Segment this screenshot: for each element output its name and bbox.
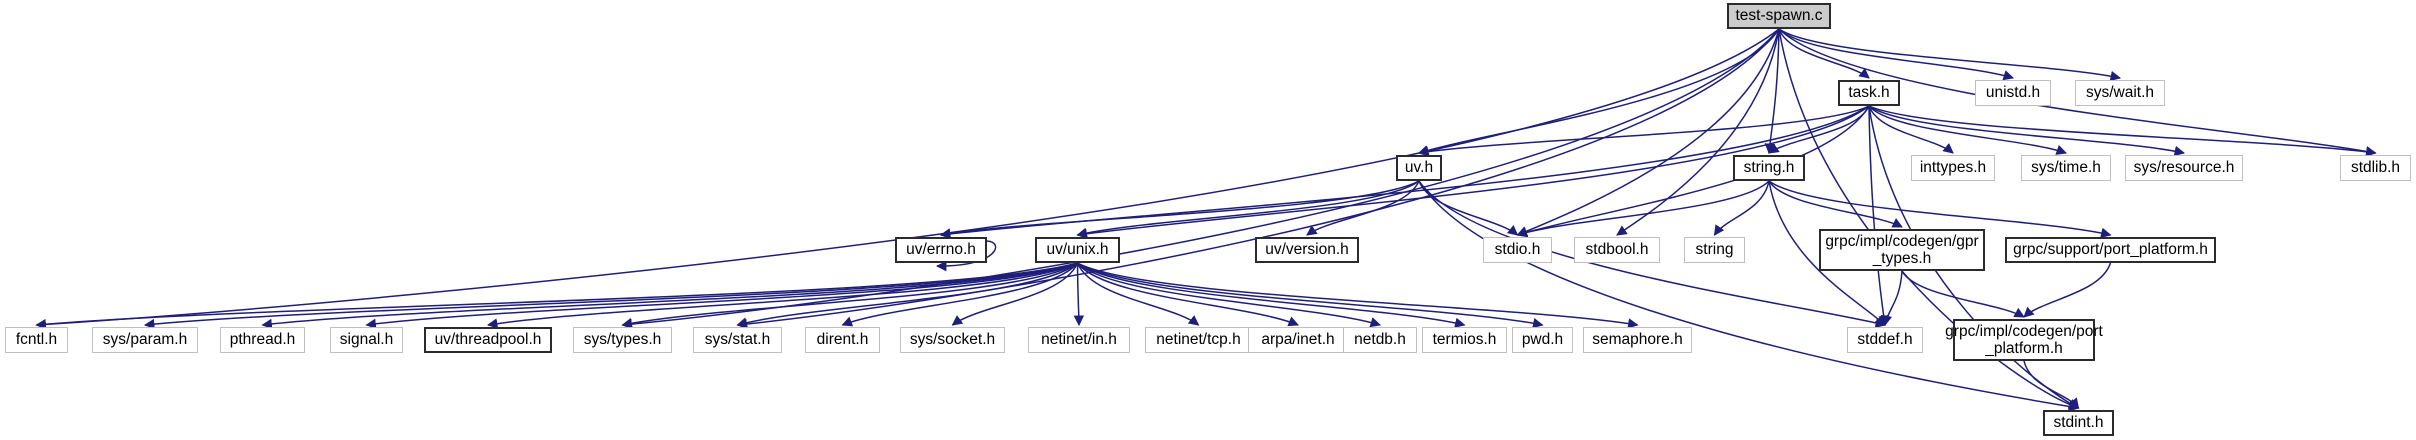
node-inttypes-h[interactable]: inttypes.h (1911, 155, 1995, 181)
node-pwd-h[interactable]: pwd.h (1512, 327, 1573, 353)
node-sys-resource-h[interactable]: sys/resource.h (2125, 155, 2243, 181)
node-task-h[interactable]: task.h (1838, 80, 1900, 106)
edge-uv-unix-h-to-uv-threadpool-h (486, 262, 1078, 329)
node-stddef-h[interactable]: stddef.h (1847, 327, 1923, 353)
node-sys-stat-h[interactable]: sys/stat.h (693, 327, 782, 353)
edge-uv-h-to-uv-errno-h (939, 180, 1420, 239)
edge-test-spawn-c-to-stdbool-h (1616, 28, 1780, 236)
node-stdbool-h[interactable]: stdbool.h (1574, 237, 1660, 263)
node-stdlib-h[interactable]: stdlib.h (2340, 155, 2411, 181)
node-grpc-impl-codegen-gpr-types-h[interactable]: grpc/impl/codegen/gpr _types.h (1819, 229, 1985, 271)
edge-task-h-to-inttypes-h (1868, 105, 1954, 154)
node-sys-types-h[interactable]: sys/types.h (573, 327, 672, 353)
node-sys-socket-h[interactable]: sys/socket.h (900, 327, 1005, 353)
edge-test-spawn-c-to-task-h (1778, 28, 1870, 79)
node-uv-unix-h[interactable]: uv/unix.h (1035, 237, 1120, 263)
edge-string-h-to-stdio-h (1516, 180, 1770, 238)
node-stdio-h[interactable]: stdio.h (1483, 237, 1552, 263)
edge-uv-unix-h-to-arpa-inet-h (1076, 262, 1299, 327)
node-semaphore-h[interactable]: semaphore.h (1583, 327, 1692, 353)
node-uv-h[interactable]: uv.h (1396, 155, 1442, 181)
node-arpa-inet-h[interactable]: arpa/inet.h (1248, 327, 1348, 353)
edge-uv-unix-h-to-semaphore-h (1077, 262, 1639, 329)
edge-uv-unix-h-to-signal-h (365, 262, 1078, 329)
edge-grpc-impl-codegen-gpr-types-h-to-stddef-h (1881, 270, 1903, 327)
edge-uv-unix-h-to-termios-h (1077, 262, 1466, 328)
edge-uv-h-to-stdint-h (1418, 180, 2080, 412)
edge-task-h-to-sys-resource-h (1868, 105, 2186, 157)
edge-string-h-to-grpc-support-port-platform-h (1768, 180, 2112, 238)
node-unistd-h[interactable]: unistd.h (1975, 80, 2051, 106)
edge-test-spawn-c-to-uv-h (1417, 28, 1780, 156)
node-netinet-in-h[interactable]: netinet/in.h (1028, 327, 1130, 353)
edge-uv-h-to-stdio-h (1418, 180, 1519, 236)
edge-test-spawn-c-to-stdio-h (1516, 28, 1780, 237)
node-termios-h[interactable]: termios.h (1422, 327, 1507, 353)
node-sys-time-h[interactable]: sys/time.h (2021, 155, 2111, 181)
node-uv-threadpool-h[interactable]: uv/threadpool.h (424, 327, 552, 353)
edge-uv-unix-h-to-sys-stat-h (736, 262, 1078, 328)
node-test-spawn-c[interactable]: test-spawn.c (1727, 3, 1831, 29)
edge-test-spawn-c-to-sys-wait-h (1778, 28, 2122, 82)
node-string-h[interactable]: string.h (1733, 155, 1805, 181)
edge-uv-unix-h-to-fcntl-h (35, 262, 1078, 330)
node-netinet-tcp-h[interactable]: netinet/tcp.h (1145, 327, 1252, 353)
node-signal-h[interactable]: signal.h (330, 327, 403, 353)
edge-uv-unix-h-to-netinet-tcp-h (1076, 262, 1200, 326)
edge-test-spawn-c-to-fcntl-h (35, 28, 1780, 330)
edge-grpc-impl-codegen-gpr-types-h-to-grpc-impl-codegen-port-platform-h (1901, 270, 2025, 318)
edge-task-h-to-stdlib-h (1868, 105, 2377, 157)
edge-uv-h-to-uv-version-h (1306, 180, 1420, 236)
edge-task-h-to-stdio-h (1516, 105, 1870, 238)
edge-grpc-impl-codegen-port-platform-h-to-stdint-h (2023, 360, 2080, 409)
edge-test-spawn-c-to-sys-types-h (621, 28, 1780, 330)
edge-task-h-to-string-h (1768, 105, 1870, 154)
node-netdb-h[interactable]: netdb.h (1343, 327, 1417, 353)
edge-uv-unix-h-to-sys-param-h (143, 262, 1078, 330)
edge-test-spawn-c-to-unistd-h (1778, 28, 2015, 81)
edge-string-h-to-string (1713, 180, 1770, 236)
edge-uv-unix-h-to-dirent-h (841, 262, 1079, 327)
edge-string-h-to-grpc-impl-codegen-gpr-types-h (1768, 180, 1903, 228)
node-uv-version-h[interactable]: uv/version.h (1255, 237, 1359, 263)
edge-uv-unix-h-to-pthread-h (261, 262, 1078, 330)
node-stdint-h[interactable]: stdint.h (2043, 410, 2114, 436)
edge-uv-unix-h-to-pwd-h (1077, 262, 1544, 329)
node-grpc-impl-codegen-port-platform-h[interactable]: grpc/impl/codegen/port _platform.h (1945, 319, 2103, 361)
edge-uv-unix-h-to-netdb-h (1076, 262, 1382, 328)
node-pthread-h[interactable]: pthread.h (220, 327, 305, 353)
edge-grpc-support-port-platform-h-to-grpc-impl-codegen-port-platform-h (2023, 262, 2112, 318)
node-dirent-h[interactable]: dirent.h (805, 327, 880, 353)
edge-task-h-to-sys-time-h (1868, 105, 2067, 155)
node-uv-errno-h[interactable]: uv/errno.h (895, 237, 987, 263)
edge-task-h-to-stddef-h (1868, 105, 1889, 327)
edge-uv-unix-h-to-sys-socket-h (951, 262, 1079, 326)
edge-uv-unix-h-to-netinet-in-h (1073, 262, 1085, 327)
edge-uv-h-to-uv-unix-h (1076, 180, 1420, 238)
node-fcntl-h[interactable]: fcntl.h (5, 327, 68, 353)
node-string[interactable]: string (1684, 237, 1745, 263)
edge-test-spawn-c-to-sys-stat-h (736, 28, 1780, 330)
node-sys-param-h[interactable]: sys/param.h (92, 327, 198, 353)
edge-task-h-to-uv-h (1417, 105, 1870, 157)
node-grpc-support-port-platform-h[interactable]: grpc/support/port_platform.h (2005, 237, 2216, 263)
node-sys-wait-h[interactable]: sys/wait.h (2075, 80, 2165, 106)
edge-test-spawn-c-to-string-h (1764, 28, 1780, 155)
edge-uv-unix-h-to-sys-types-h (621, 262, 1078, 329)
